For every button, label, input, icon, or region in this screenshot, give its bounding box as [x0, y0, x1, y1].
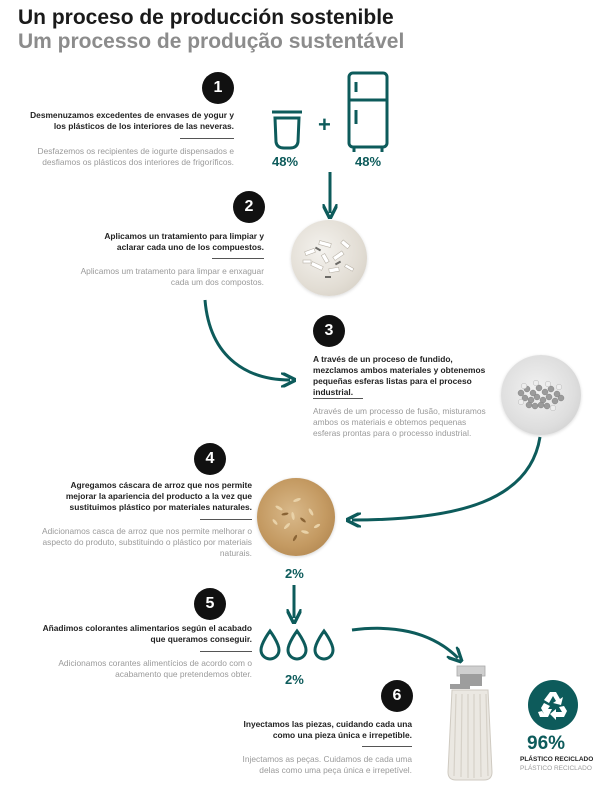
step-5-number: 5 — [194, 588, 226, 620]
recycle-badge — [528, 680, 578, 730]
step-2-divider — [212, 258, 264, 259]
step-4-number: 4 — [194, 443, 226, 475]
recycled-label-pt: PLÁSTICO RECICLADO — [520, 765, 592, 772]
page-subtitle: Um processo de produção sustentável — [18, 30, 405, 53]
plastic-pellets-image — [501, 355, 581, 435]
step-5-text-pt: Adicionamos corantes alimentícios de aco… — [58, 658, 252, 679]
step-2-text-es: Aplicamos un tratamiento para limpiar y … — [104, 231, 264, 252]
yogurt-percent: 48% — [272, 154, 299, 169]
drops-icon — [259, 628, 335, 661]
arrow-5-6 — [351, 626, 458, 658]
plus-sign: + — [318, 112, 331, 137]
recycled-label-es: PLÁSTICO RECICLADO — [520, 756, 594, 763]
recycle-icon — [538, 692, 567, 720]
step-6-text-pt: Injectamos as peças. Cuidamos de cada um… — [242, 754, 412, 775]
shredded-plastic-image — [291, 220, 367, 296]
step-5-text-es: Añadimos colorantes alimentarios según e… — [42, 623, 252, 644]
step-3-text-pt: Através de um processo de fusão, mistura… — [313, 406, 486, 438]
step-6-divider — [362, 746, 412, 747]
step-2-text-pt: Aplicamos um tratamento para limpar e en… — [80, 266, 264, 287]
step-3-text-es: A través de un proceso de fundido, mezcl… — [313, 354, 486, 397]
refrigerator-icon — [347, 71, 389, 152]
step-5-divider — [200, 651, 252, 652]
arrow-2-3 — [203, 299, 290, 380]
page-title: Un proceso de producción sostenible — [18, 6, 394, 29]
step-3-divider — [313, 398, 363, 399]
arrow-3-4 — [352, 436, 542, 520]
rice-husk-percent: 2% — [285, 566, 304, 581]
step-1-text-pt: Desfazemos os recipientes de iogurte dis… — [37, 146, 234, 167]
step-1-number: 1 — [202, 72, 234, 104]
step-2-number: 2 — [233, 191, 265, 223]
step-3-number: 3 — [313, 315, 345, 347]
yogurt-cup-icon — [272, 110, 302, 150]
rice-husk-image — [257, 478, 335, 556]
step-1-text-es: Desmenuzamos excedentes de envases de yo… — [30, 110, 234, 131]
colorants-percent: 2% — [285, 672, 304, 687]
fridge-percent: 48% — [355, 154, 382, 169]
step-1-divider — [180, 138, 234, 139]
step-4-text-pt: Adicionamos casca de arroz que nos permi… — [42, 526, 252, 558]
recycled-percent: 96% — [527, 733, 566, 754]
step-6-number: 6 — [381, 680, 413, 712]
step-4-text-es: Agregamos cáscara de arroz que nos permi… — [65, 480, 252, 512]
soap-dispenser-image — [447, 665, 493, 781]
step-4-divider — [200, 519, 252, 520]
step-6-text-es: Inyectamos las piezas, cuidando cada una… — [243, 719, 413, 740]
